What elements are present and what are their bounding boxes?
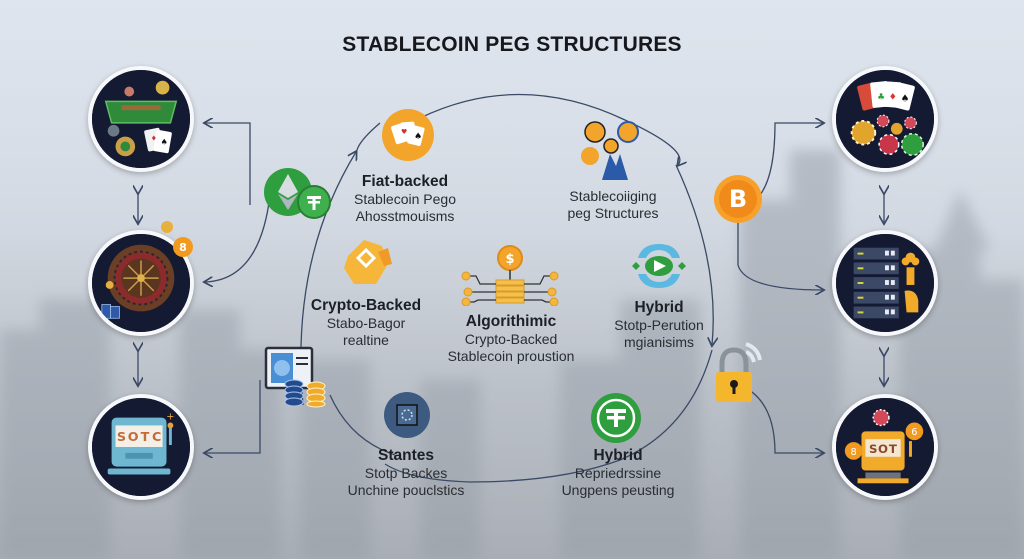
svg-text:♣: ♣ [877, 92, 885, 102]
fiat-backed-line-2: Ahosstmouisms [355, 208, 455, 224]
hybrid-bottom-heading: Hybrid [593, 447, 643, 464]
coin-stack-icon [160, 220, 174, 234]
play-arrows-icon [628, 240, 690, 292]
svg-text:T: T [889, 442, 897, 456]
crypto-backed-heading: Crypto-Backed [310, 297, 422, 314]
svg-text:S: S [869, 442, 877, 456]
svg-text:♦: ♦ [889, 92, 897, 102]
monitor-chips-icon [262, 344, 332, 408]
stantes-label: Stantes Stotp Backes Unchine pouclstics [336, 446, 476, 499]
bitcoin-badge-icon: 8 [172, 236, 194, 258]
svg-text:O: O [128, 430, 139, 445]
coins-bars-icon [580, 116, 650, 182]
crypto-backed-line-2: realtine [343, 332, 389, 348]
svg-text:+: + [166, 412, 174, 423]
peg-structures-line-2: peg Structures [567, 205, 659, 221]
algorithmic-line-2: Stablecoin proustion [447, 348, 575, 364]
hybrid-top-label: Hybrid Stotp-Perution mgianisims [594, 298, 724, 351]
svg-text:C: C [152, 430, 161, 445]
server-rack-icon [836, 234, 934, 332]
playing-cards-coin-icon: ♥ ♠ [381, 108, 435, 162]
svg-text:♠: ♠ [414, 132, 422, 142]
hybrid-bottom-label: Hybrid Repriedrssine Ungpens peusting [548, 446, 688, 499]
hybrid-top-line-2: mgianisims [623, 334, 694, 350]
page-title: STABLECOIN PEG STRUCTURES [342, 33, 682, 56]
server-rack-node[interactable] [832, 230, 938, 336]
hexagon-gear-icon [336, 236, 396, 290]
hybrid-bottom-line-1: Repriedrssine [574, 465, 662, 481]
svg-text:♠: ♠ [901, 93, 910, 104]
fiat-backed-label: Fiat-backed Stablecoin Pego Ahosstmouism… [330, 172, 480, 225]
blackjack-table-node[interactable]: ♦ ♠ [88, 66, 194, 172]
svg-text:8: 8 [851, 447, 857, 458]
svg-text:♦: ♦ [151, 135, 157, 143]
crypto-backed-label: Crypto-Backed Stabo-Bagor realtine [296, 296, 436, 349]
lock-wireless-icon [712, 334, 768, 406]
stantes-heading: Stantes [378, 447, 434, 464]
stantes-line-2: Unchine pouclstics [347, 482, 465, 498]
svg-text:S: S [117, 430, 126, 445]
hybrid-top-heading: Hybrid [634, 299, 684, 316]
roulette-wheel-icon [92, 234, 190, 332]
circuit-dollar-icon: $ [458, 244, 562, 306]
hybrid-top-line-1: Stotp-Perution [614, 317, 704, 333]
bitcoin-icon: B [713, 174, 763, 224]
svg-text:8: 8 [179, 241, 187, 254]
svg-text:6: 6 [911, 427, 917, 438]
svg-text:♥: ♥ [401, 128, 407, 136]
fiat-backed-heading: Fiat-backed [361, 173, 449, 190]
svg-text:$: $ [505, 252, 514, 267]
fiat-backed-line-1: Stablecoin Pego [354, 191, 456, 207]
cards-chips-node[interactable]: ♣ ♦ ♠ [832, 66, 938, 172]
algorithmic-line-1: Crypto-Backed [464, 331, 558, 347]
blackjack-table-icon: ♦ ♠ [92, 70, 190, 168]
algorithmic-label: Algorithimic Crypto-Backed Stablecoin pr… [436, 312, 586, 365]
crypto-backed-line-1: Stabo-Bagor [326, 315, 406, 331]
algorithmic-heading: Algorithimic [465, 313, 557, 330]
stantes-line-1: Stotp Backes [364, 465, 448, 481]
crossed-shield-icon [382, 390, 432, 440]
svg-text:♠: ♠ [161, 137, 168, 146]
peg-structures-label: Stablecoiiging peg Structures [548, 188, 678, 222]
hybrid-bottom-line-2: Ungpens peusting [561, 482, 675, 498]
peg-structures-line-1: Stablecoiiging [569, 188, 657, 204]
ethereum-tether-icon [262, 166, 334, 222]
svg-text:T: T [141, 430, 150, 445]
svg-text:O: O [878, 442, 888, 456]
roulette-node[interactable] [88, 230, 194, 336]
svg-text:B: B [729, 185, 747, 213]
cards-chips-icon: ♣ ♦ ♠ [836, 70, 934, 168]
tether-coin-icon [590, 392, 642, 444]
